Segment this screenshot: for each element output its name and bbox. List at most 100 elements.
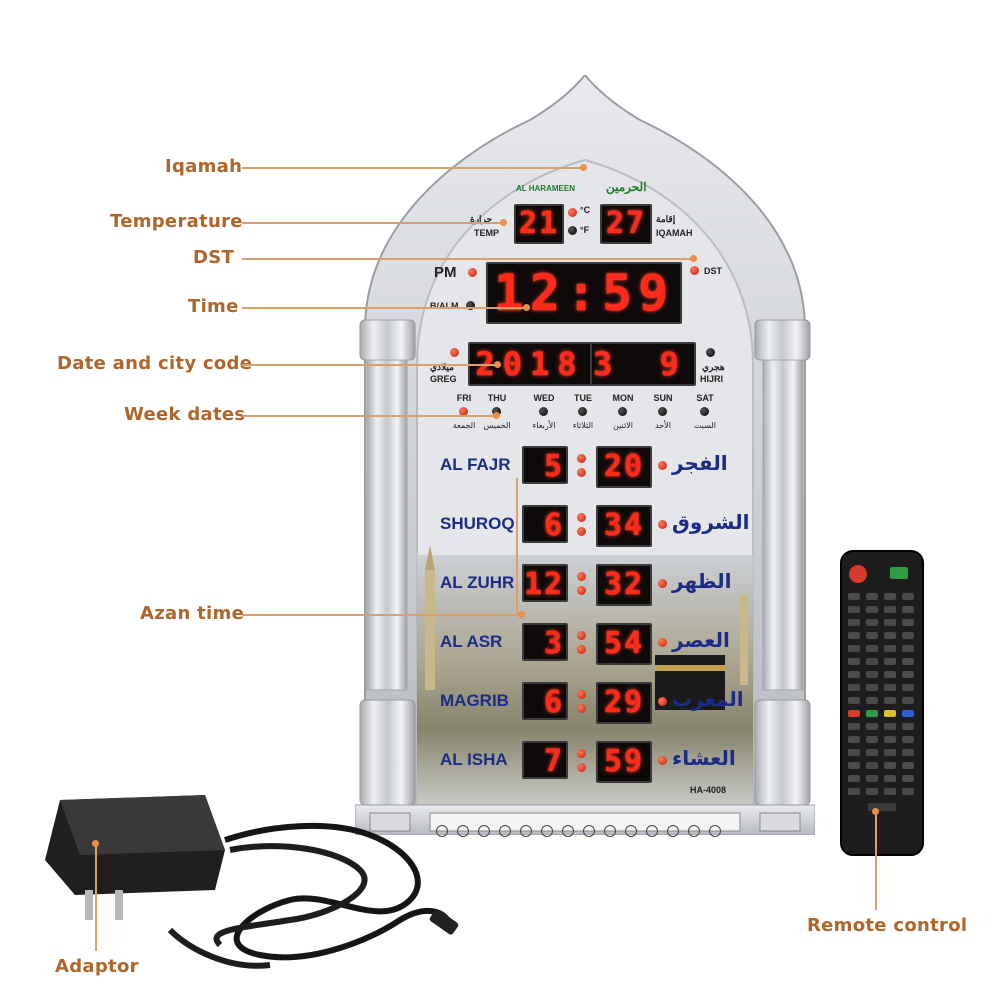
prayer-name-en: SHUROQ: [440, 514, 515, 533]
iqamah-label-en: IQAMAH: [656, 228, 693, 238]
remote-key: [848, 710, 860, 717]
remote-key: [848, 775, 860, 782]
weekday-indicator: [492, 407, 501, 416]
prayer-indicator: [658, 520, 667, 529]
remote-key: [884, 788, 896, 795]
fahrenheit-label: °F: [580, 225, 590, 235]
adaptor-leader-dot: [92, 840, 99, 847]
celsius-indicator: [568, 208, 577, 217]
adaptor-leader-line: [95, 843, 97, 951]
remote-key: [884, 710, 896, 717]
remote-key: [884, 684, 896, 691]
front-panel-button: [541, 825, 553, 837]
greg-label-en: GREG: [430, 374, 457, 384]
hijri-label-ar: هجري: [702, 362, 725, 372]
remote-key: [848, 593, 860, 600]
weekday-label-ar: الاثنين: [613, 421, 633, 430]
brand-ar: الحرمين: [606, 180, 647, 194]
remote-key: [902, 736, 914, 743]
model-label: HA-4008: [690, 785, 727, 795]
remote-key: [866, 736, 878, 743]
weekday-label: SAT: [696, 393, 714, 403]
remote-key: [902, 697, 914, 704]
remote-key: [884, 606, 896, 613]
remote-key: [884, 619, 896, 626]
temperature-leader-line: [242, 222, 504, 224]
front-panel-button: [436, 825, 448, 837]
weekday-label-ar: الثلاثاء: [572, 421, 594, 430]
time-leader-line: [242, 307, 527, 309]
azan-leader-vertical: [516, 478, 518, 614]
remote-key: [848, 788, 860, 795]
remote-key: [848, 736, 860, 743]
prayer-indicator: [658, 697, 667, 706]
remote-key: [902, 658, 914, 665]
remote-key: [884, 723, 896, 730]
remote-key: [866, 645, 878, 652]
prayer-hour-display: 12: [522, 564, 568, 602]
week-dates-callout: Week dates: [124, 404, 246, 425]
prayer-hour-display: 6: [522, 505, 568, 543]
dst-leader-dot: [690, 255, 697, 262]
weekday-indicator: [618, 407, 627, 416]
greg-indicator: [450, 348, 459, 357]
adaptor-image: [45, 795, 459, 969]
adaptor-callout: Adaptor: [55, 956, 139, 977]
prayer-name-ar: المغرب: [672, 687, 744, 711]
remote-key: [884, 593, 896, 600]
prayer-name-ar: العشاء: [672, 746, 736, 770]
temperature-callout: Temperature: [110, 211, 243, 232]
prayer-name-ar: الفجر: [672, 451, 728, 475]
remote-key: [884, 762, 896, 769]
date-city-leader-dot: [494, 361, 501, 368]
remote-key: [848, 671, 860, 678]
remote-key: [902, 749, 914, 756]
iqamah-leader-line: [242, 167, 582, 169]
dst-callout: DST: [193, 247, 235, 268]
remote-key: [848, 632, 860, 639]
remote-key: [866, 788, 878, 795]
remote-key: [884, 658, 896, 665]
weekday-label: TUE: [574, 393, 592, 403]
prayer-minute-display: 29: [596, 682, 652, 724]
remote-key: [866, 684, 878, 691]
weekday-indicator: [539, 407, 548, 416]
prayer-hour-display: 3: [522, 623, 568, 661]
weekday-label-ar: الأحد: [655, 421, 671, 430]
remote-key: [884, 736, 896, 743]
remote-key: [884, 645, 896, 652]
prayer-name-en: AL ASR: [440, 632, 503, 651]
front-panel-button: [499, 825, 511, 837]
remote-key: [902, 788, 914, 795]
prayer-hour-display: 6: [522, 682, 568, 720]
remote-key: [866, 658, 878, 665]
remote-key: [902, 645, 914, 652]
prayer-minute-display: 32: [596, 564, 652, 606]
prayer-indicator: [658, 756, 667, 765]
prayer-colon-dot: [577, 749, 586, 758]
remote-leader-line: [875, 812, 877, 910]
celsius-label: °C: [580, 205, 591, 215]
alarm-label: B/ALM: [430, 301, 459, 311]
remote-key: [848, 606, 860, 613]
hijri-label-en: HIJRI: [700, 374, 724, 384]
remote-key: [866, 710, 878, 717]
remote-key: [902, 723, 914, 730]
remote-key: [866, 606, 878, 613]
pm-label: PM: [434, 264, 457, 281]
time-leader-dot: [523, 304, 530, 311]
front-panel-button: [520, 825, 532, 837]
dst-indicator: [690, 266, 699, 275]
prayer-name-en: MAGRIB: [440, 691, 509, 710]
prayer-colon-dot: [577, 586, 586, 595]
remote-key: [866, 723, 878, 730]
temperature-display: 21: [514, 204, 564, 244]
prayer-colon-dot: [577, 527, 586, 536]
azan-leader-dot: [518, 611, 525, 618]
week-dates-leader-dot: [493, 412, 500, 419]
greg-label-ar: ميلادي: [430, 362, 454, 372]
prayer-minute-display: 54: [596, 623, 652, 665]
dst-label: DST: [704, 266, 722, 276]
weekday-indicator: [578, 407, 587, 416]
dst-leader-line: [242, 258, 694, 260]
